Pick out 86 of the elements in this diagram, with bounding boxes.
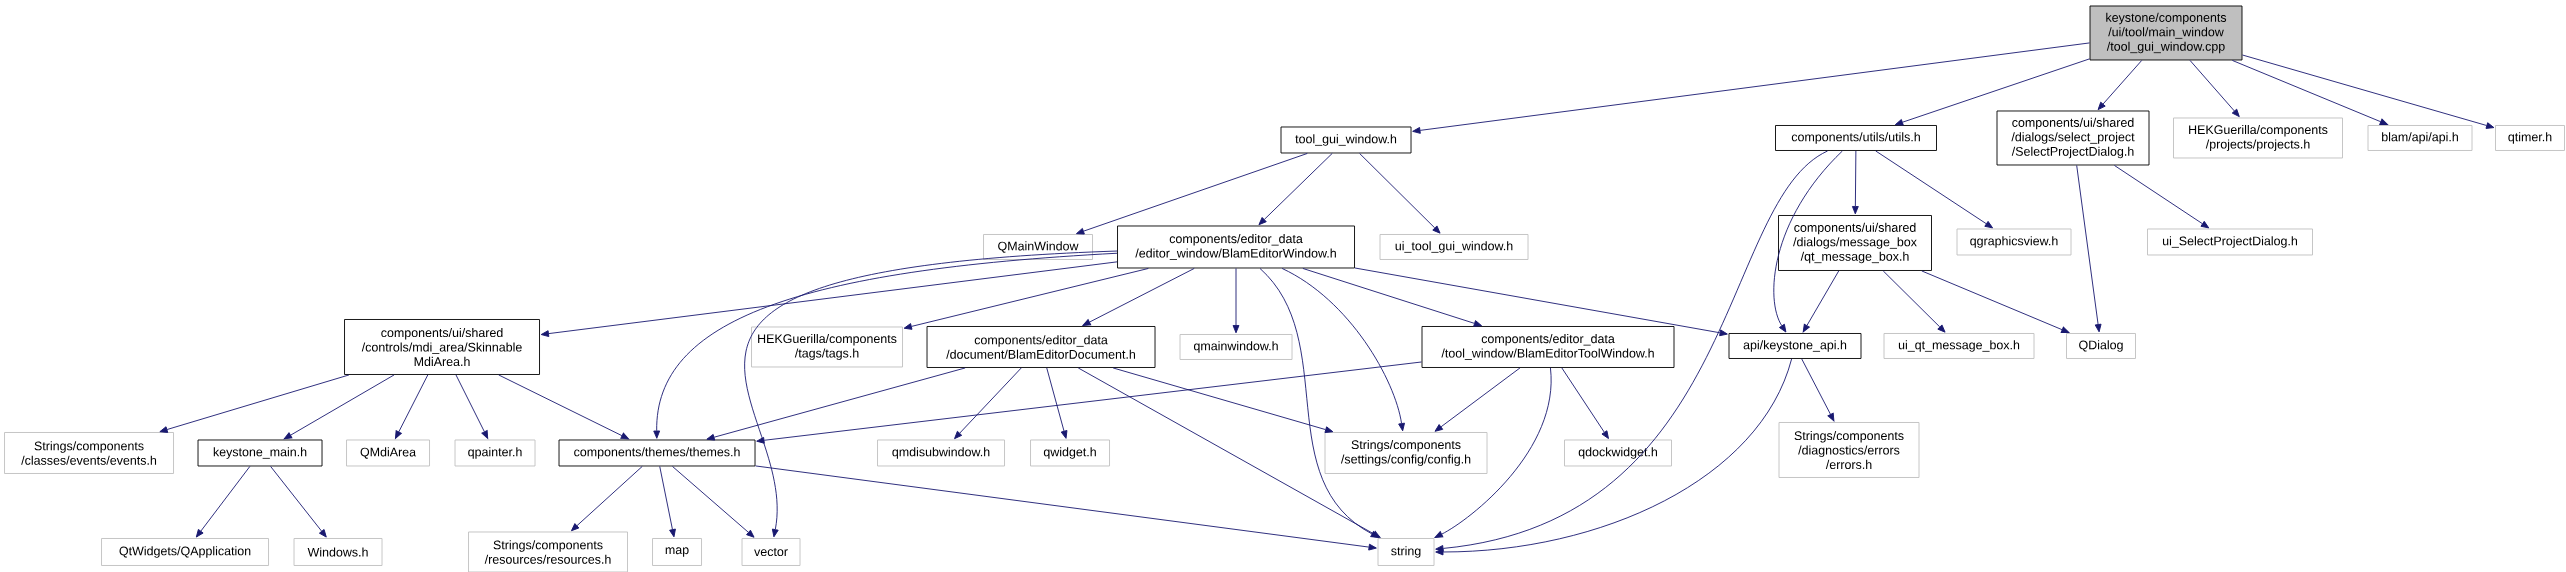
arrow [1082,268,1195,326]
source-file-box: keystone/components /ui/tool/main_window /tool_gui_window.cpp [2089,5,2243,61]
arrow [1354,267,1728,337]
file-box: api/keystone_api.h [1728,333,1862,359]
file-box: Strings/components /settings/config/config.h [1324,432,1488,474]
file-box: components/ui/shared /controls/mdi_area/Skinnable MdiArea.h [344,319,540,375]
file-box: qmdisubwindow.h [877,439,1005,467]
arrow [659,466,676,538]
arrow [1773,150,1843,333]
arrow [283,374,395,440]
file-box: HEKGuerilla/components /tags/tags.h [751,326,903,368]
file-box: ui_qt_message_box.h [1883,333,2035,359]
file-box: components/ui/shared /dialogs/message_box /qt_message_box.h [1778,215,1932,271]
file-box: QtWidgets/QApplication [101,538,269,566]
arrow [2231,60,2388,125]
file-box: tool_gui_window.h [1280,126,1412,154]
file-box: vector [741,538,801,566]
arrow [1435,358,1793,556]
arrow [1882,270,1946,333]
arrow [1412,42,2090,134]
arrow [571,466,643,532]
arrow [1561,367,1609,439]
arrow [1894,58,2090,126]
arrow [1077,367,1381,538]
arrow [1434,367,1521,432]
file-box: QDialog [2066,333,2136,359]
arrow [498,374,630,440]
file-box: components/ui/shared /dialogs/select_project /SelectProjectDialog.h [1996,110,2150,166]
file-box: keystone_main.h [197,439,323,467]
file-box: QMainWindow [983,234,1093,260]
file-box: QMdiArea [346,439,430,467]
arrow [2242,54,2495,129]
file-box: blam/api/api.h [2367,125,2473,151]
arrow [195,466,251,538]
file-box: string [1377,538,1435,566]
arrow [159,374,350,433]
file-box: qpainter.h [454,439,536,467]
file-box: Windows.h [293,538,383,566]
file-box: components/utils/utils.h [1775,125,1937,151]
arrow [1258,153,1333,226]
file-box: components/editor_data /tool_window/BlamEditorToolWindow.h [1421,326,1675,368]
arrow [744,250,1118,538]
file-box: qdockwidget.h [1564,439,1672,467]
arrow [2076,165,2102,333]
arrow [672,466,755,538]
arrow [903,268,1149,330]
arrow [653,252,1118,439]
arrow [2189,60,2240,118]
file-box: Strings/components /classes/events/events.h [4,432,174,474]
arrow [2114,165,2210,229]
arrow [1921,270,2070,333]
file-box: components/editor_data /editor_window/BlamEditorWindow.h [1117,225,1355,269]
file-box: qmainwindow.h [1179,334,1293,360]
arrow [954,367,1022,440]
file-box: HEKGuerilla/components /projects/projects.h [2173,117,2343,159]
arrow [395,374,429,439]
arrow [540,261,1118,337]
arrow [1435,150,1829,552]
arrow [1302,268,1482,327]
file-box: qtimer.h [2495,125,2565,151]
arrow [2097,60,2143,111]
file-box: qgraphicsview.h [1956,228,2072,256]
file-box: components/themes/themes.h [558,439,756,467]
file-box: qwidget.h [1030,439,1110,467]
arrow [1359,153,1441,234]
file-box: map [652,538,702,566]
arrow [1281,268,1405,432]
file-box: ui_tool_gui_window.h [1379,234,1529,260]
file-box: Strings/components /diagnostics/errors /errors.h [1778,422,1920,478]
arrow [1076,153,1308,235]
file-box: components/editor_data /document/BlamEditorDocument.h [926,326,1156,368]
arrow [756,361,1422,444]
arrow [1802,270,1840,333]
arrow [706,367,966,441]
arrow [755,465,1377,551]
arrow [1112,367,1334,433]
arrow [455,374,489,439]
arrow [1875,150,1993,229]
arrow [1232,268,1240,334]
arrow [1434,367,1552,538]
arrow [1851,150,1859,215]
arrow [270,466,327,538]
file-box: Strings/components /resources/resources.h [468,531,628,572]
arrow [1801,358,1835,422]
arrow [1046,367,1068,439]
file-box: ui_SelectProjectDialog.h [2147,228,2313,256]
